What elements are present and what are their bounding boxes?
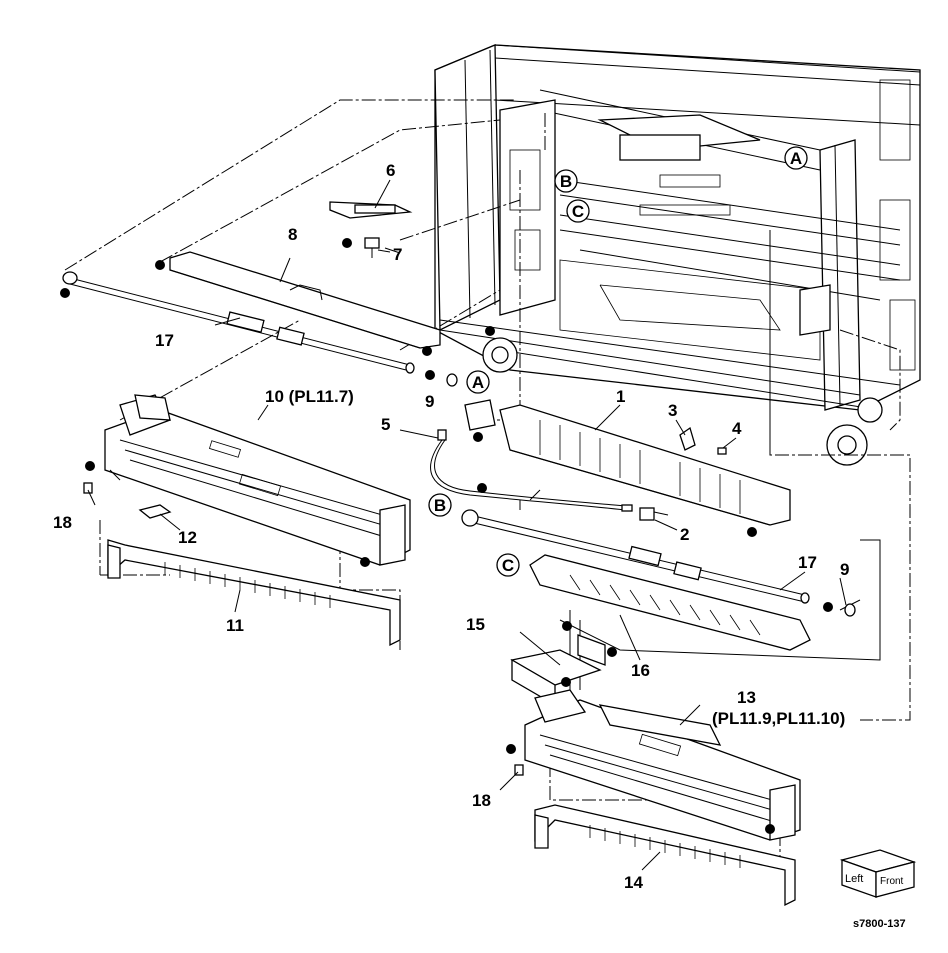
main-frame (434, 44, 921, 466)
reference-circle-b-mid: B (428, 493, 452, 517)
svg-text:C: C (502, 556, 514, 575)
figure-id: s7800-137 (853, 918, 906, 930)
callout-2: 2 (680, 525, 689, 544)
reference-circle-c-mid: C (496, 553, 520, 577)
callout-13: 13 (737, 688, 756, 707)
callout-18-left: 18 (53, 513, 72, 532)
callout-5: 5 (381, 415, 390, 434)
part-6-bracket (329, 201, 413, 219)
callout-12: 12 (178, 528, 197, 547)
orientation-cube: Left Front (839, 849, 917, 898)
part-9-clip-upper (446, 373, 458, 387)
part-1-bracket (464, 399, 791, 526)
part-17-shaft-upper (62, 271, 415, 374)
part-8-guide (169, 251, 441, 349)
reference-circle-c-top: C (566, 199, 590, 223)
part-11-cover (107, 539, 401, 647)
svg-text:Left: Left (845, 873, 863, 885)
part-5-harness (430, 429, 633, 512)
callout-16: 16 (631, 661, 650, 680)
callout-17-upper: 17 (155, 331, 174, 350)
callout-11: 11 (226, 616, 244, 635)
part-2-sensor (639, 507, 669, 521)
part-18-screw-left (83, 482, 93, 494)
callout-17-lower: 17 (798, 553, 817, 572)
part-14-cover (534, 804, 796, 907)
callout-15: 15 (466, 615, 485, 634)
callout-3: 3 (668, 401, 677, 420)
part-17-shaft-lower (461, 509, 810, 604)
part-9-clip-lower (844, 603, 856, 617)
svg-text:B: B (560, 172, 572, 191)
callout-9-upper: 9 (425, 392, 434, 411)
part-7-sensor (364, 237, 401, 258)
callout-leaders (87, 179, 847, 871)
svg-text:A: A (790, 149, 802, 168)
reference-circle-a-mid: A (466, 370, 490, 394)
part-15-plate (510, 634, 606, 707)
svg-text:C: C (572, 202, 584, 221)
reference-circle-b-top: B (554, 169, 578, 193)
callout-18-right: 18 (472, 791, 491, 810)
part-4-spring (717, 447, 727, 455)
part-16-guide (529, 554, 811, 651)
callout-4: 4 (732, 419, 742, 438)
callout-13-ref: (PL11.9,PL11.10) (712, 709, 845, 728)
part-13-assembly (524, 689, 801, 841)
part-10-assembly (104, 394, 411, 566)
part-18-screw-right (514, 764, 524, 776)
callout-14: 14 (624, 873, 643, 892)
svg-text:A: A (472, 373, 484, 392)
callout-7: 7 (393, 245, 402, 264)
screw-dots (60, 238, 833, 834)
callout-1: 1 (616, 387, 625, 406)
callout-6: 6 (386, 161, 395, 180)
reference-circle-a-top: A (784, 146, 808, 170)
callout-9-lower: 9 (840, 560, 849, 579)
callout-10: 10 (PL11.7) (265, 387, 354, 406)
svg-text:Front: Front (880, 876, 904, 887)
callout-8: 8 (288, 225, 297, 244)
svg-text:B: B (434, 496, 446, 515)
